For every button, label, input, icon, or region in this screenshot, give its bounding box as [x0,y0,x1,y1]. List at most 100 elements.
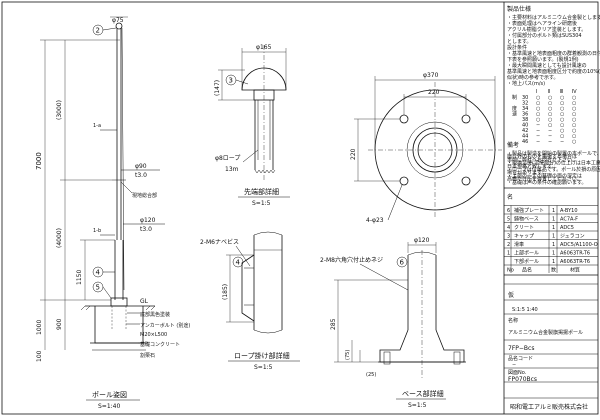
rope-view-title: ロープ掛け部詳細 [234,351,290,360]
dim-3000: (3000) [56,100,63,120]
note-line: ・付属部分のボルト類はSUS304 [507,32,582,39]
svg-text:6: 6 [400,259,405,267]
wind-table-cell: 速 [512,112,517,118]
parts-row-no: 1 [507,251,510,257]
wind-table-cell: 36 [522,112,528,118]
ann-field-joint: 現地総合部 [132,192,157,199]
rope-view-scale: S=1:5 [254,364,273,371]
ann-bolt-size: M20×L500 [140,332,167,338]
tip-detail-view: φ165 (147) φ8ロープ 13m 3 先端部詳細 S=1:5 [214,44,290,207]
title-block-code: − [512,362,516,368]
wind-table-cell: ○ [572,134,576,140]
base-plan-view: φ370 220 220 4-φ23 [350,72,502,224]
wind-table-cell: ○ [536,95,540,101]
wind-table-cell: ○ [560,123,564,129]
ann-concrete: 基礎コンクリート [140,341,180,348]
wind-table-header: Ⅰ [536,89,537,95]
wind-table-cell: − [536,139,540,145]
wind-table-header: Ⅳ [572,89,577,95]
tip-dim-147: (147) [214,80,221,96]
note-line: ・地上パス(m/s) [507,80,545,87]
base-detail-285: 285 [330,318,337,330]
remark-line: 場合があります。 [507,169,547,176]
balloon-4-detail [232,256,244,268]
title-block-model: 7FP−Bcs [508,345,534,352]
wind-table-cell: − [548,128,552,134]
remark-line: ・上部の一定の基礎の面の深定は [507,172,582,179]
wind-table-cell: 度 [512,105,517,112]
wind-table-cell: ○ [572,117,576,123]
cleat [241,254,255,322]
tip-rope-length: 13m [225,166,239,173]
ann-gl: GL [140,298,149,305]
wind-table-cell: − [536,123,540,129]
base-dim-220-v: 220 [350,148,357,160]
svg-text:5: 5 [96,284,100,292]
parts-row-name: クリート [514,225,534,231]
wind-table-cell: ○ [536,106,540,112]
parts-row-material: A6063TR-T6 [560,251,590,257]
dim-900: 900 [56,318,63,330]
bolt-hole [461,176,471,186]
parts-row-material: A6063TR-T6 [560,259,590,265]
rope-hook-detail-view: (185) 2-M6ナベビス 4 ロープ掛け部詳細 S=1:5 [200,231,300,371]
wind-table-cell: ○ [572,95,576,101]
foundation [94,306,144,344]
wind-table-cell: 42 [522,128,528,134]
wind-table-cell: 30 [522,95,528,101]
base-detail-phi120: φ120 [414,237,430,244]
note-line: ・基準風速と地表面粗度の群着観測の日付 [507,50,600,57]
note-line: ・主要材料はアルミニウム合金製とします。 [507,14,600,21]
wind-table-cell: ○ [560,112,564,118]
notes-heading: 製品仕様 [507,5,531,13]
wind-table-cell: − [548,139,552,145]
wind-table-cell: − [560,139,564,145]
parts-row-name: 鋳物ベース [514,216,539,223]
wind-table-cell: ○ [560,101,564,107]
wind-table-cell: 46 [522,139,528,145]
ann-phi90: φ90 [135,163,147,170]
balloon-6 [396,256,408,268]
dim-7000: 7000 [35,152,43,170]
wind-table-cell: − [548,134,552,140]
remarks-heading: 備考 [507,141,519,149]
wind-table-cell: ○ [536,101,540,107]
note-line: ・表面処理はヘアライン研磨後 [507,20,577,27]
parts-row-name: 滑車 [514,241,524,248]
parts-row-qty: 1 [552,225,555,231]
cap-dome [241,67,287,91]
wind-table-cell: ○ [548,117,552,123]
label-1-b: 1-b [93,228,101,234]
parts-row-qty: 1 [552,259,555,265]
parts-row-qty: 1 [552,234,555,240]
wind-table-cell: − [536,134,540,140]
ann-t30-lower: t3.0 [140,226,152,233]
note-line: 基準風速と地表面粗度区分で約度の10%(加 [507,68,600,75]
pulley-housing [253,89,275,101]
remark-line: ・ロープは付属品です。ポール於損の原因となる [507,166,600,173]
wind-table-cell: ○ [536,117,540,123]
parts-row-material: AC7A-F [560,217,578,223]
wind-table-cell: ○ [572,139,576,145]
title-block-drawing-no: FP070Bcs [508,376,537,383]
rope-screw-label: 2-M6ナベビス [200,238,239,246]
pole-top-pulley [115,22,123,30]
parts-heading: 名 [507,193,513,201]
parts-row-material: ADC5/A1100-O [560,242,598,248]
parts-header-material: 材質 [570,267,580,274]
svg-text:3: 3 [229,77,233,85]
parts-header-qty: 数 [551,267,556,274]
remark-line: 日本規格と致します。 [507,163,557,170]
pole-view-scale: S=1:40 [98,403,120,410]
ann-black-coating: 底部黒色塗装 [140,311,170,318]
wind-table-header: Ⅱ [548,89,550,95]
base-detail-setscrew: 2-M8六角穴付止めネジ [320,256,383,264]
parts-row-qty: 1 [552,217,555,223]
parts-row-name: キャップ [514,234,534,240]
dim-1150: 1150 [76,270,83,285]
wind-table-cell: ○ [548,101,552,107]
wind-table-cell: ○ [572,128,576,134]
ann-t30-upper: t3.0 [135,172,147,179]
wind-table-cell: ○ [572,101,576,107]
spec-notes: 製品仕様 ・主要材料はアルミニウム合金製とします。・表面処理はヘアライン研磨後 … [507,5,600,186]
